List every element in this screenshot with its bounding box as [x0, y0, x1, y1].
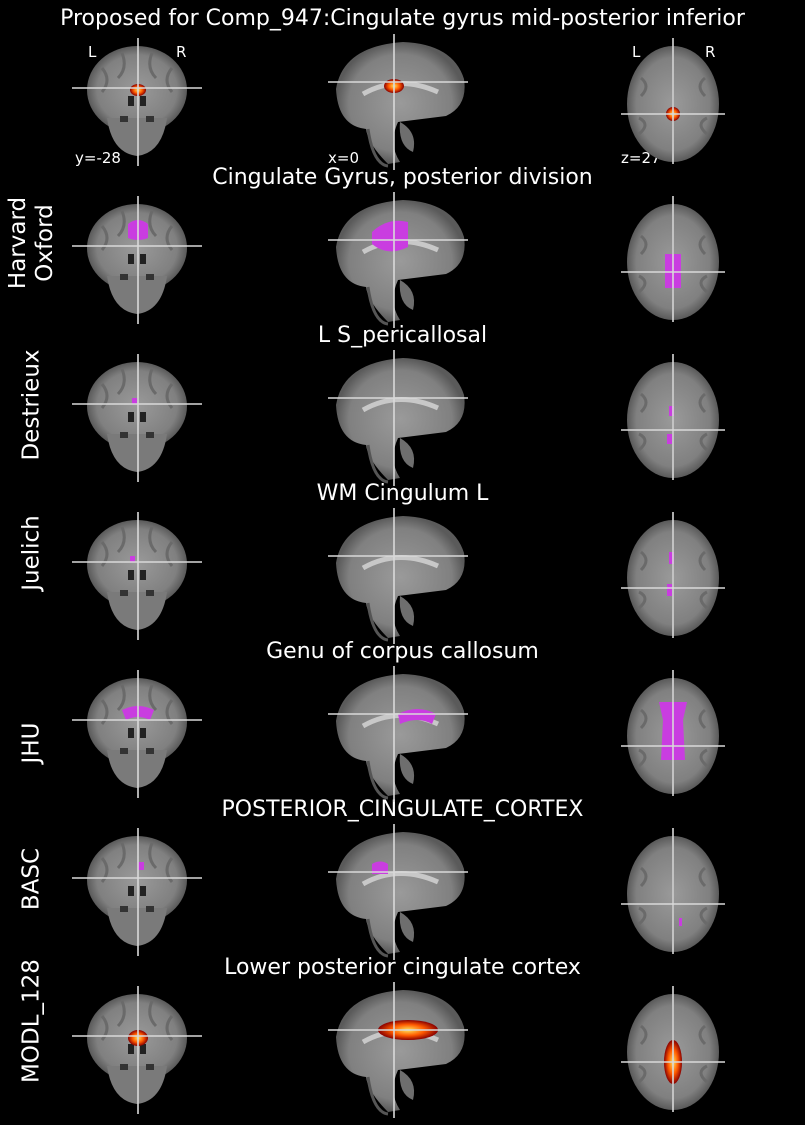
- region-name: L S_pericallosal: [317, 323, 488, 348]
- atlas-name: Destrieux: [18, 349, 45, 461]
- sagittal-slice: [328, 666, 468, 802]
- axial-right-label: R: [703, 43, 718, 61]
- atlas-region-overlay: [398, 709, 436, 724]
- region-name: Cingulate Gyrus, posterior division: [212, 165, 593, 190]
- atlas-region-overlay: [667, 584, 672, 596]
- atlas-row-harvard-oxford: Cingulate Gyrus, posterior division Harv…: [0, 165, 805, 325]
- coronal-right-label: R: [174, 43, 189, 61]
- axial-slice: [621, 196, 725, 322]
- sagittal-slice: [328, 824, 468, 960]
- atlas-row-juelich: WM Cingulum L Juelich: [0, 481, 805, 641]
- atlas-region-overlay: [679, 918, 682, 926]
- atlas-region-overlay: [132, 398, 137, 404]
- sagittal-slice: [328, 192, 468, 328]
- atlas-row-basc: POSTERIOR_CINGULATE_CORTEX BASC: [0, 797, 805, 957]
- sagittal-slice: [328, 508, 468, 644]
- axial-slice: [621, 986, 725, 1112]
- axial-slice: [621, 354, 725, 480]
- atlas-region-overlay: [130, 556, 135, 562]
- atlas-region-overlay: [372, 861, 388, 874]
- component-row: L R L R y=-28 x=0 z=27: [0, 34, 805, 194]
- region-name: Genu of corpus callosum: [266, 639, 539, 664]
- sagittal-slice: [328, 34, 468, 170]
- coronal-slice: [72, 670, 202, 798]
- atlas-name: BASC: [18, 847, 45, 911]
- atlas-name: Harvard Oxford: [5, 196, 58, 290]
- atlas-row-jhu: Genu of corpus callosum JHU: [0, 639, 805, 799]
- atlas-region-overlay: [372, 220, 408, 252]
- atlas-region-overlay: [138, 862, 144, 870]
- coronal-slice: [72, 354, 202, 482]
- atlas-region-overlay: [667, 434, 672, 444]
- region-name: POSTERIOR_CINGULATE_CORTEX: [221, 797, 584, 822]
- region-name: Lower posterior cingulate cortex: [224, 955, 581, 980]
- axial-slice: [621, 670, 725, 796]
- axial-slice: [621, 38, 725, 164]
- atlas-name: JHU: [18, 722, 45, 764]
- atlas-row-destrieux: L S_pericallosal Destrieux: [0, 323, 805, 483]
- atlas-row-modl128: Lower posterior cingulate cortex MODL_12…: [0, 955, 805, 1115]
- axial-slice: [621, 828, 725, 954]
- sagittal-coordinate: x=0: [328, 149, 359, 167]
- coronal-slice: [72, 986, 202, 1114]
- region-name: WM Cingulum L: [316, 481, 489, 506]
- atlas-name: MODL_128: [18, 959, 45, 1083]
- coronal-slice: [72, 38, 202, 166]
- coronal-slice: [72, 512, 202, 640]
- sagittal-slice: [328, 982, 468, 1118]
- axial-slice: [621, 512, 725, 638]
- coronal-slice: [72, 196, 202, 324]
- figure-title: Proposed for Comp_947:Cingulate gyrus mi…: [60, 6, 745, 31]
- coronal-coordinate: y=-28: [75, 149, 121, 167]
- axial-left-label: L: [630, 43, 643, 61]
- coronal-slice: [72, 828, 202, 956]
- atlas-name: Juelich: [18, 515, 45, 591]
- sagittal-slice: [328, 350, 468, 486]
- coronal-left-label: L: [86, 43, 99, 61]
